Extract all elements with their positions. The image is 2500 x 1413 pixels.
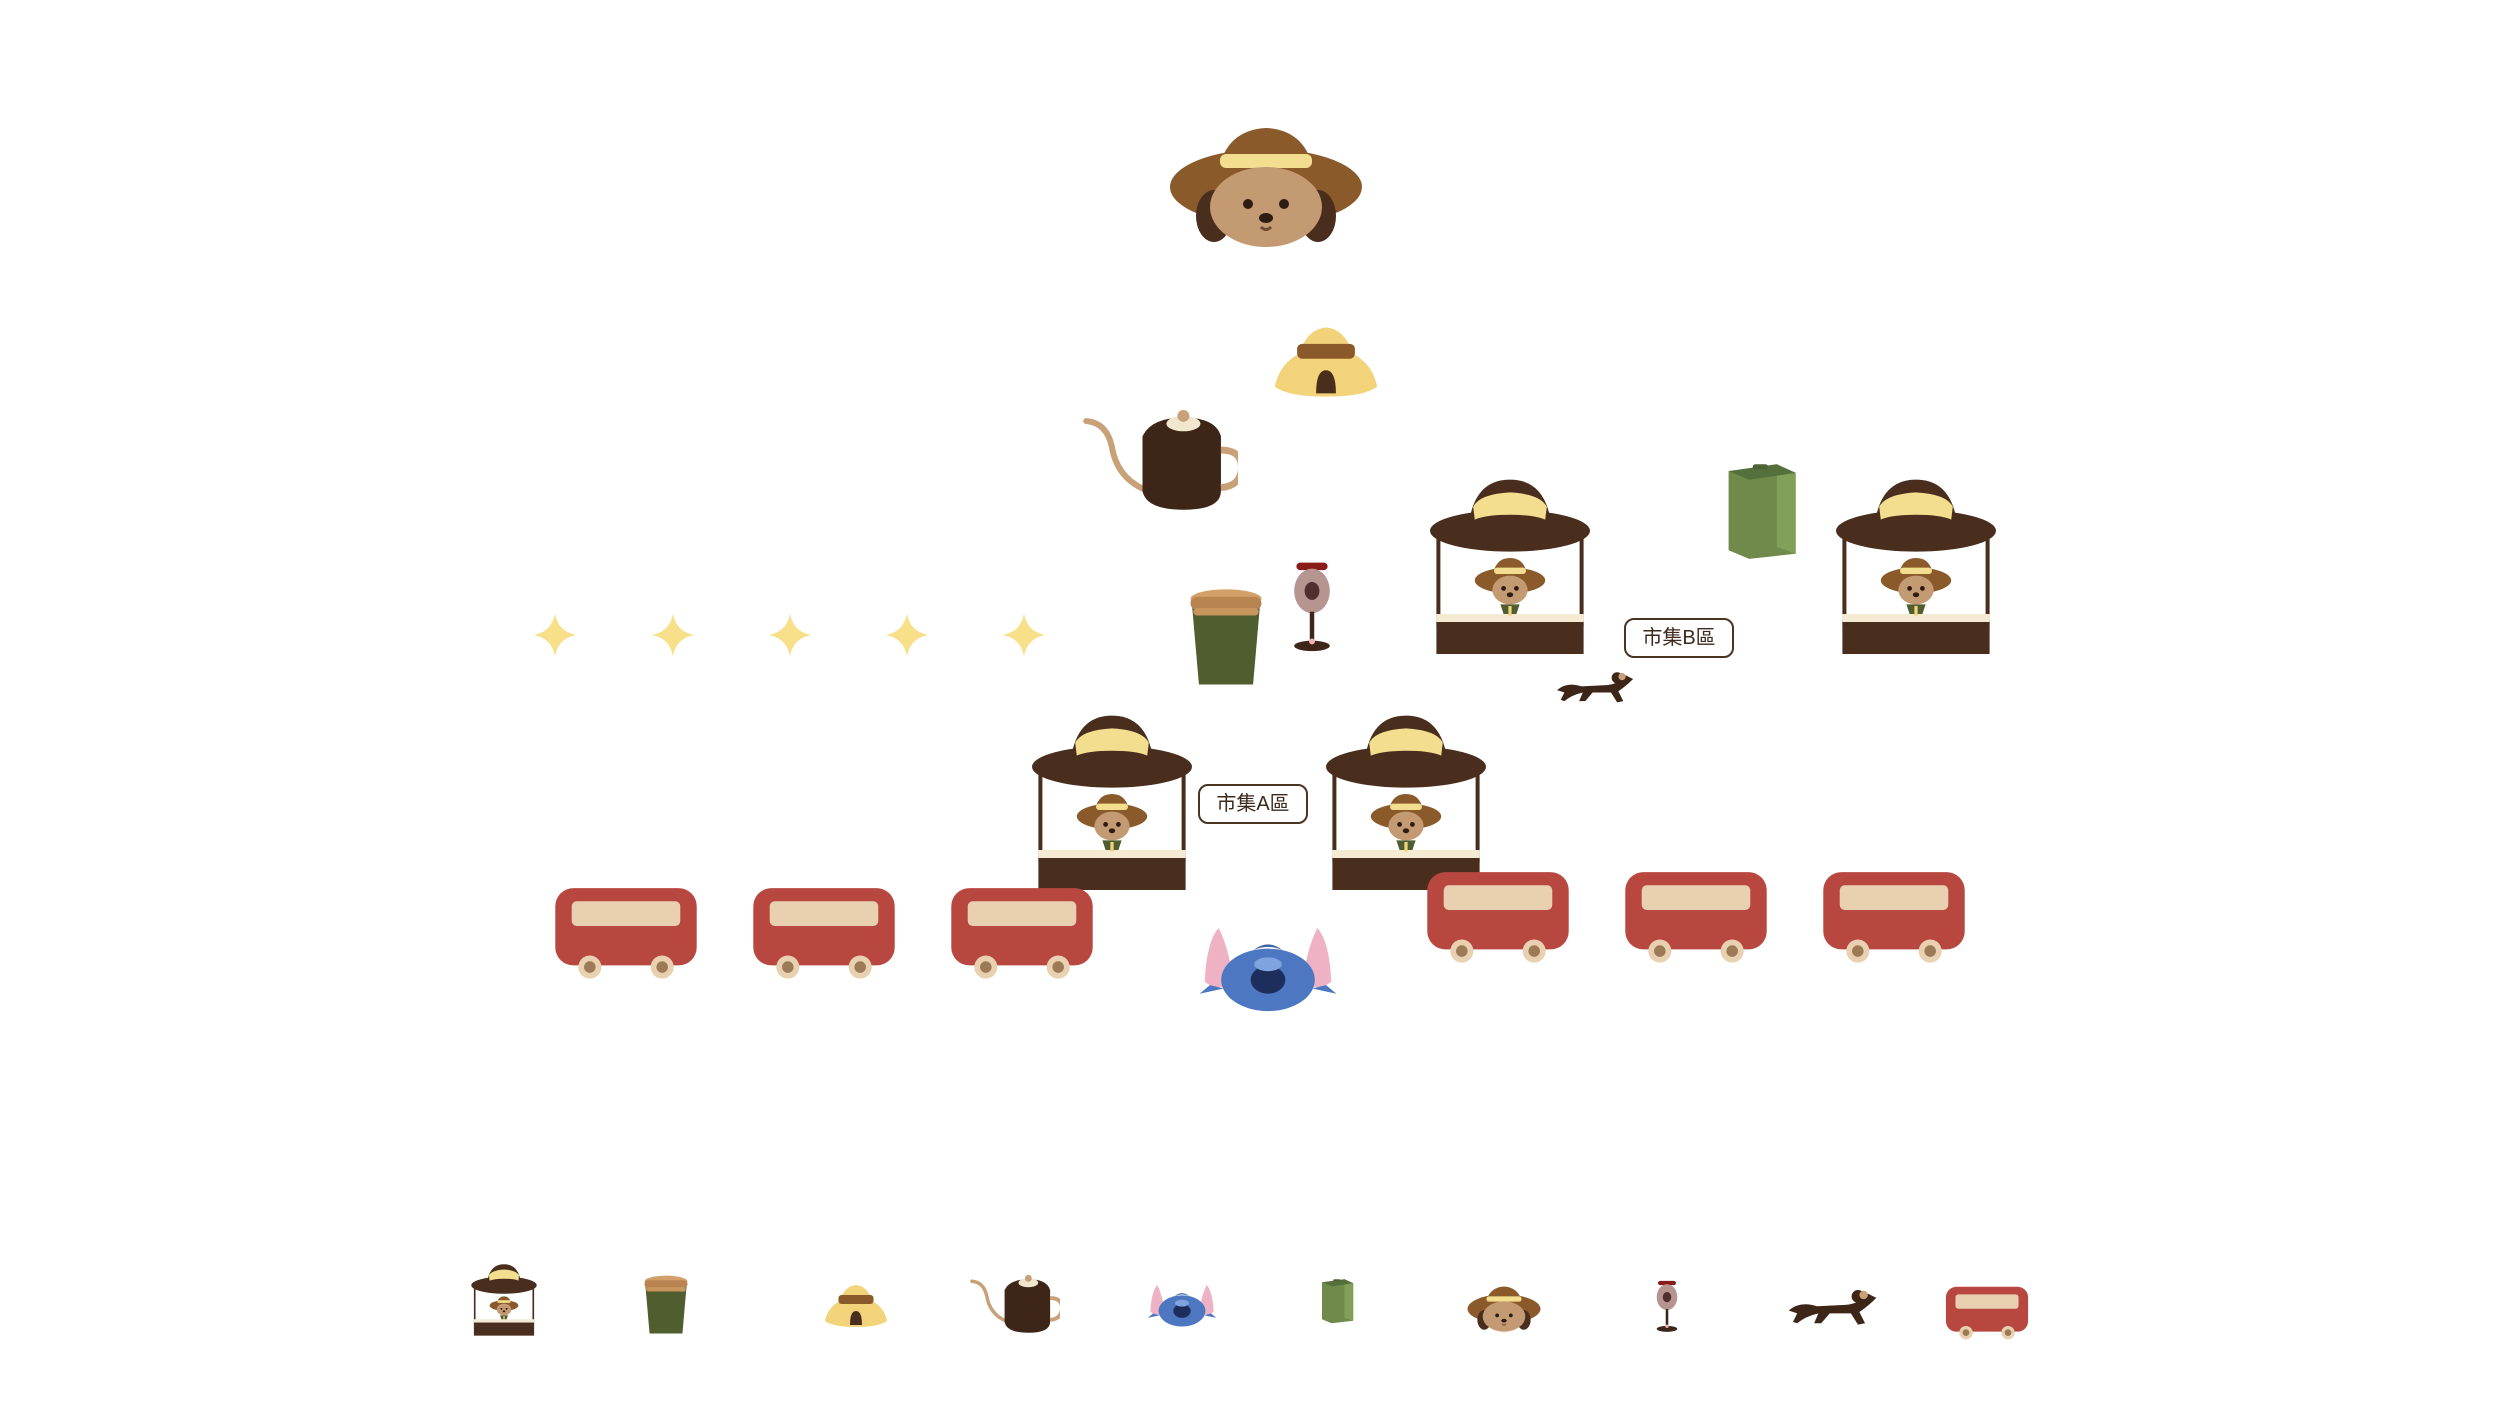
dog-face-hat-icon [1166,112,1366,252]
drip-kettle-icon [966,1270,1060,1340]
bus-icon [1944,1282,2030,1346]
running-dog-icon [1546,664,1638,710]
bus-icon [1820,864,1968,974]
dog-face-hat-icon [1466,1280,1542,1334]
drip-kettle-icon [1076,402,1238,522]
straw-hat-icon [816,1276,896,1336]
market-stall-icon [1024,706,1200,890]
market-stall-icon [1422,470,1598,654]
running-dog-icon [1776,1282,1882,1332]
market-stall-icon [1318,706,1494,890]
market-stall-icon [468,1260,540,1336]
market-b-label: 市集B區 [1624,618,1734,658]
sparkle-icon [532,606,578,664]
market-stall-icon [1828,470,2004,654]
microphone-icon [1286,556,1338,660]
sparkle-icon [650,606,696,664]
coffee-cup-icon [1184,580,1268,692]
alien-face-icon [1188,914,1348,1018]
coffee-cup-icon [640,1270,692,1338]
sparkle-icon [884,606,930,664]
alien-face-icon [1144,1278,1220,1330]
bus-icon [750,880,898,990]
sparkle-icon [1001,606,1047,664]
market-a-label: 市集A區 [1198,784,1308,824]
microphone-icon [1652,1276,1682,1338]
bus-icon [1622,864,1770,974]
bus-icon [1424,864,1572,974]
paper-bag-icon [1720,456,1806,562]
paper-bag-icon [1318,1274,1358,1326]
bus-icon [948,880,1096,990]
straw-hat-icon [1260,312,1392,412]
sparkle-icon [767,606,813,664]
bus-icon [552,880,700,990]
